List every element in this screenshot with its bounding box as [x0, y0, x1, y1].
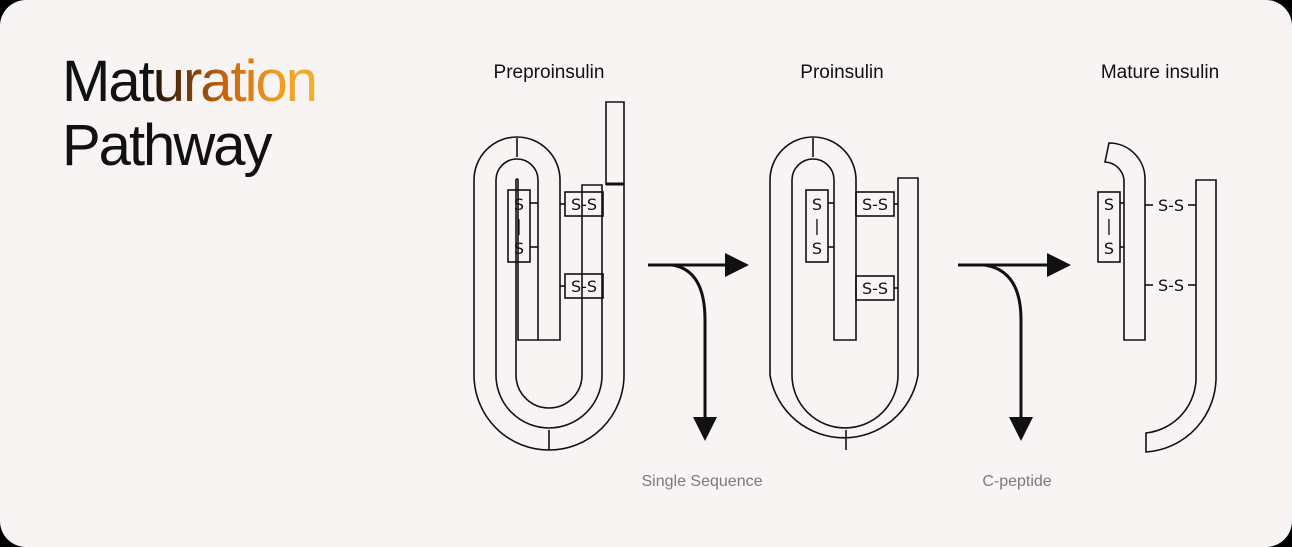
- cleavage-arrow-cpeptide: [958, 253, 1071, 441]
- mature-insulin-structure: [1097, 142, 1217, 453]
- a-chain: [1104, 142, 1146, 341]
- byproduct-label-signal: Single Sequence: [642, 473, 763, 490]
- stage-label-proinsulin: Proinsulin: [800, 62, 883, 83]
- sulfur-label: S: [514, 239, 524, 258]
- disulfide-bond-label: S-S: [1158, 276, 1184, 295]
- preproinsulin-chain: [495, 158, 603, 429]
- proinsulin-outer: [769, 136, 919, 439]
- sulfur-label: S: [1104, 195, 1114, 214]
- disulfide-bond-label: S-S: [571, 195, 597, 214]
- down-arrow: [983, 263, 1033, 441]
- stage-label-preproinsulin: Preproinsulin: [494, 62, 605, 83]
- sulfur-label: S: [514, 195, 524, 214]
- intra-chain-bond-box: [805, 189, 829, 263]
- sulfur-label: S: [812, 239, 822, 258]
- disulfide-bond-label: S-S: [1158, 196, 1184, 215]
- preproinsulin-structure: [473, 101, 625, 451]
- bond-link-label: |: [814, 216, 819, 235]
- disulfide-bond-label: S-S: [571, 277, 597, 296]
- intra-chain-bond-box: [1097, 191, 1121, 263]
- sulfur-label: S: [1104, 239, 1114, 258]
- bond-link-label: |: [516, 216, 521, 235]
- title-line-1: Maturation: [62, 49, 318, 114]
- page-title: Maturation Pathway: [62, 49, 318, 178]
- proinsulin-structure: [769, 136, 919, 450]
- preproinsulin-outer-loop: [473, 136, 561, 181]
- title-line-2: Pathway: [62, 113, 272, 178]
- intra-chain-bond-box: [507, 189, 531, 263]
- disulfide-bond-label: S-S: [862, 195, 888, 214]
- down-arrow: [671, 263, 717, 441]
- byproduct-label-cpeptide: C-peptide: [982, 473, 1051, 490]
- title-dark-part: Mat: [62, 49, 155, 114]
- cleavage-arrow-signal: [648, 253, 749, 441]
- sulfur-label: S: [812, 195, 822, 214]
- stage-label-mature-insulin: Mature insulin: [1101, 62, 1219, 83]
- disulfide-bond-label: S-S: [862, 279, 888, 298]
- bond-link-label: |: [1106, 216, 1111, 235]
- b-chain: [1145, 179, 1217, 453]
- title-gradient-part: uration: [152, 49, 318, 114]
